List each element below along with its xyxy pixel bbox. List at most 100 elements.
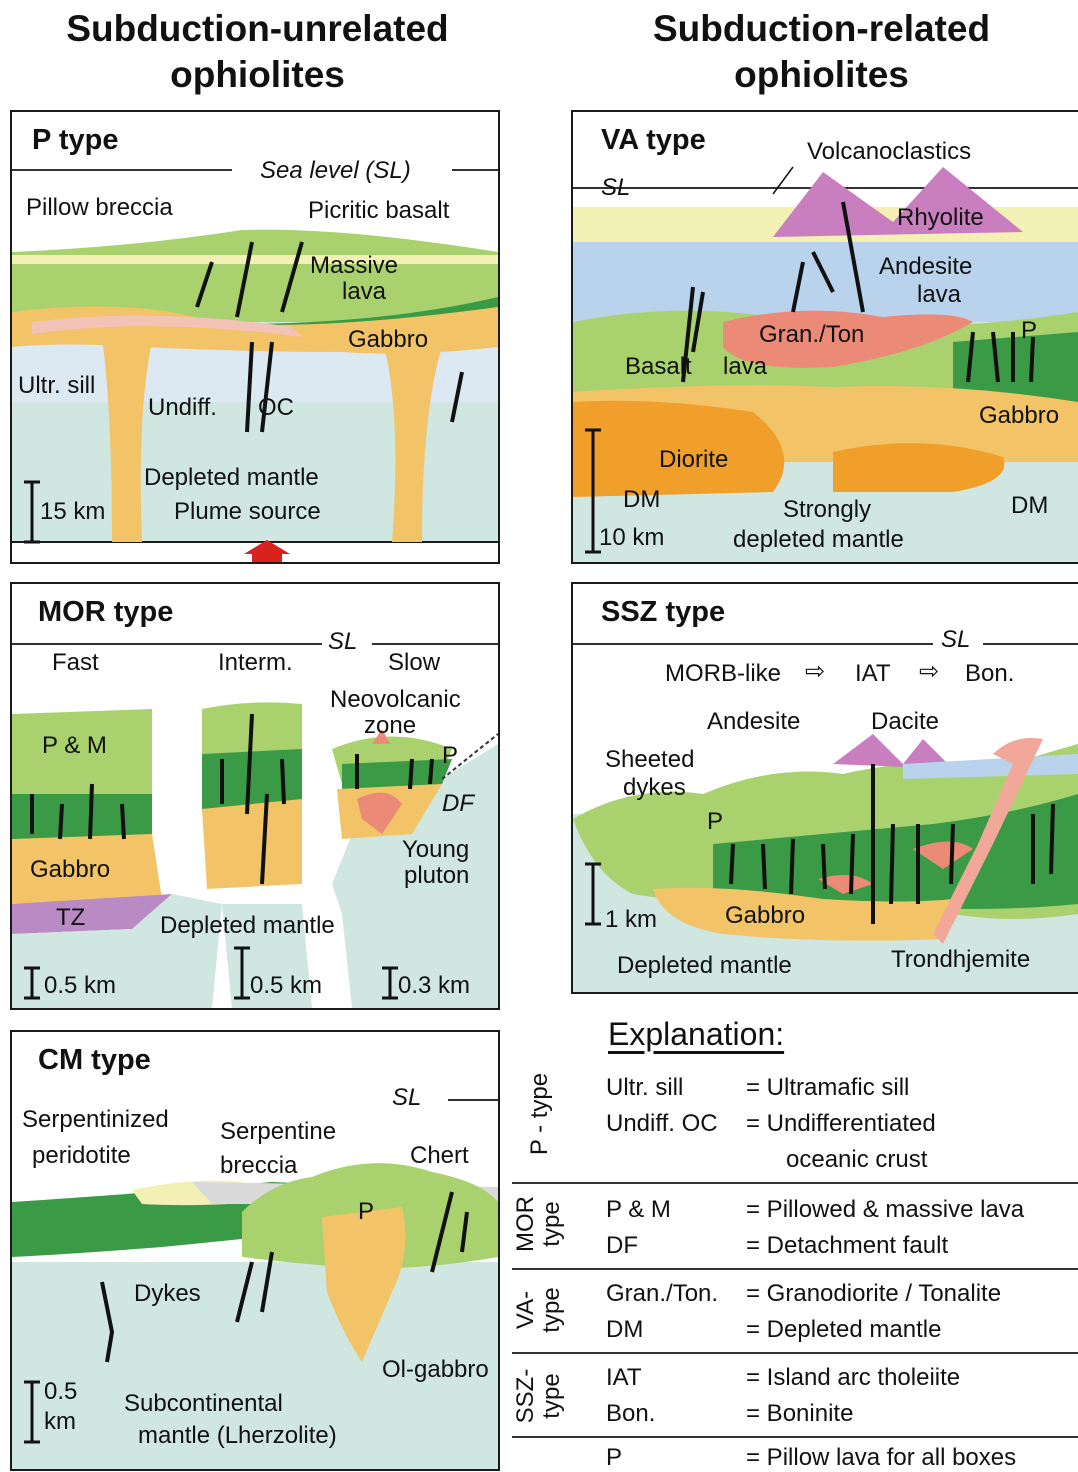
left-column-header: Subduction-unrelated ophiolites: [0, 6, 515, 98]
mantle-lherzolite-label: mantle (Lherzolite): [138, 1424, 337, 1448]
mor-sl-label: SL: [328, 630, 357, 654]
legend-def-bon: = Boninite: [746, 1400, 853, 1428]
p-depleted-mantle-label: Depleted mantle: [144, 466, 319, 490]
p-gabbro-label: Gabbro: [348, 328, 428, 352]
gran-ton-label: Gran./Ton: [759, 323, 864, 347]
sea-level-label: Sea level (SL): [260, 159, 411, 183]
p-type-panel: P type Sea level (SL) Pillow breccia Pic…: [10, 110, 500, 564]
legend-abbr-gran-ton: Gran./Ton.: [606, 1280, 718, 1308]
arrow-icon-1: ⇨: [805, 660, 825, 684]
ultr-sill-label: Ultr. sill: [18, 374, 95, 398]
legend-abbr-df: DF: [606, 1232, 638, 1260]
rhyolite-label: Rhyolite: [897, 206, 984, 230]
legend-divider-4: [512, 1436, 1078, 1438]
serpentinized-label: Serpentinized: [22, 1108, 169, 1132]
morb-like-label: MORB-like: [665, 662, 781, 686]
mor-gabbro-label: Gabbro: [30, 858, 110, 882]
legend-def-dm: = Depleted mantle: [746, 1316, 941, 1344]
mor-type-section: [12, 584, 498, 1008]
va-gabbro-label: Gabbro: [979, 404, 1059, 428]
pillow-breccia-label: Pillow breccia: [26, 196, 173, 220]
strongly-label: Strongly: [783, 498, 871, 522]
ssz-p-label: P: [707, 810, 723, 834]
explanation-title: Explanation:: [608, 1016, 784, 1053]
picritic-basalt-label: Picritic basalt: [308, 199, 449, 223]
va-depleted-mantle-label: depleted mantle: [733, 528, 904, 552]
legend-group-mor-line2: type: [540, 1184, 564, 1264]
dm-right-label: DM: [1011, 494, 1048, 518]
legend-group-va-line2: type: [540, 1270, 564, 1350]
ssz-gabbro-label: Gabbro: [725, 904, 805, 928]
mor-scale-interm-label: 0.5 km: [250, 974, 322, 998]
va-type-panel: VA type SL Volcanoclastics Rhyolite Ande…: [571, 110, 1078, 564]
legend-abbr-p: P: [606, 1444, 622, 1472]
dacite-label: Dacite: [871, 710, 939, 734]
left-header-line2: ophiolites: [0, 52, 515, 98]
va-scale-label: 10 km: [599, 526, 664, 550]
chert-label: Chert: [410, 1144, 469, 1168]
serpentine-label: Serpentine: [220, 1120, 336, 1144]
oc-label: OC: [258, 396, 294, 420]
legend-abbr-p-and-m: P & M: [606, 1196, 671, 1224]
legend-def-df: = Detachment fault: [746, 1232, 948, 1260]
dykes-label: Dykes: [134, 1282, 201, 1306]
mor-scale-fast-label: 0.5 km: [44, 974, 116, 998]
ssz-type-panel: SSZ type SL MORB-like ⇨ IAT ⇨ Bon. Andes…: [571, 582, 1078, 994]
legend-def-undiff-oc-2: oceanic crust: [786, 1146, 927, 1174]
undiff-label: Undiff.: [148, 396, 217, 420]
massive-label: Massive: [310, 254, 398, 278]
cm-scale-num-label: 0.5: [44, 1380, 77, 1404]
right-header-line1: Subduction-related: [565, 6, 1078, 52]
peridotite-label: peridotite: [32, 1144, 131, 1168]
legend-def-p: = Pillow lava for all boxes: [746, 1444, 1016, 1472]
left-header-line1: Subduction-unrelated: [0, 6, 515, 52]
legend-abbr-ultr-sill: Ultr. sill: [606, 1074, 683, 1102]
young-label: Young: [402, 838, 469, 862]
legend-abbr-bon: Bon.: [606, 1400, 655, 1428]
fast-label: Fast: [52, 651, 99, 675]
legend-abbr-dm: DM: [606, 1316, 643, 1344]
plume-source-label: Plume source: [174, 500, 321, 524]
arrow-icon-2: ⇨: [919, 660, 939, 684]
legend-group-p-type: P - type: [528, 1064, 552, 1164]
legend-group-va-line1: VA-: [514, 1270, 538, 1350]
neovolcanic-label: Neovolcanic: [330, 688, 461, 712]
ssz-depleted-mantle-label: Depleted mantle: [617, 954, 792, 978]
breccia-label: breccia: [220, 1154, 297, 1178]
pluton-label: pluton: [404, 864, 469, 888]
cm-sl-label: SL: [392, 1086, 421, 1110]
legend-def-undiff-oc: = Undifferentiated: [746, 1110, 936, 1138]
mor-scale-slow-label: 0.3 km: [398, 974, 470, 998]
legend-def-gran-ton: = Granodiorite / Tonalite: [746, 1280, 1001, 1308]
p-scale-label: 15 km: [40, 500, 105, 524]
va-type-title: VA type: [601, 126, 706, 155]
legend-def-ultr-sill: = Ultramafic sill: [746, 1074, 909, 1102]
sheeted-dykes-label: dykes: [623, 776, 686, 800]
legend-def-p-and-m: = Pillowed & massive lava: [746, 1196, 1024, 1224]
interm-label: Interm.: [218, 651, 293, 675]
p-type-title: P type: [32, 126, 119, 155]
basalt-label: Basalt: [625, 355, 692, 379]
va-sl-label: SL: [601, 176, 630, 200]
andesite-label: Andesite: [879, 255, 972, 279]
right-header-line2: ophiolites: [565, 52, 1078, 98]
neovolcanic-zone-label: zone: [364, 714, 416, 738]
cm-scale-unit-label: km: [44, 1410, 76, 1434]
legend-divider-2: [512, 1268, 1078, 1270]
p-and-m-label: P & M: [42, 734, 107, 758]
legend-abbr-iat: IAT: [606, 1364, 642, 1392]
ssz-andesite-label: Andesite: [707, 710, 800, 734]
sheeted-label: Sheeted: [605, 748, 694, 772]
basalt-lava-label: lava: [723, 355, 767, 379]
legend-group-mor-line1: MOR: [514, 1184, 538, 1264]
andesite-lava-label: lava: [917, 283, 961, 307]
legend-group-ssz-line1: SSZ-: [514, 1356, 538, 1436]
cm-type-title: CM type: [38, 1046, 151, 1075]
slow-label: Slow: [388, 651, 440, 675]
legend-divider-3: [512, 1352, 1078, 1354]
mor-type-panel: MOR type SL Fast Interm. Slow Neovolcani…: [10, 582, 500, 1010]
tz-label: TZ: [56, 906, 85, 930]
bon-label: Bon.: [965, 662, 1014, 686]
right-column-header: Subduction-related ophiolites: [565, 6, 1078, 98]
va-p-label: P: [1021, 319, 1037, 343]
